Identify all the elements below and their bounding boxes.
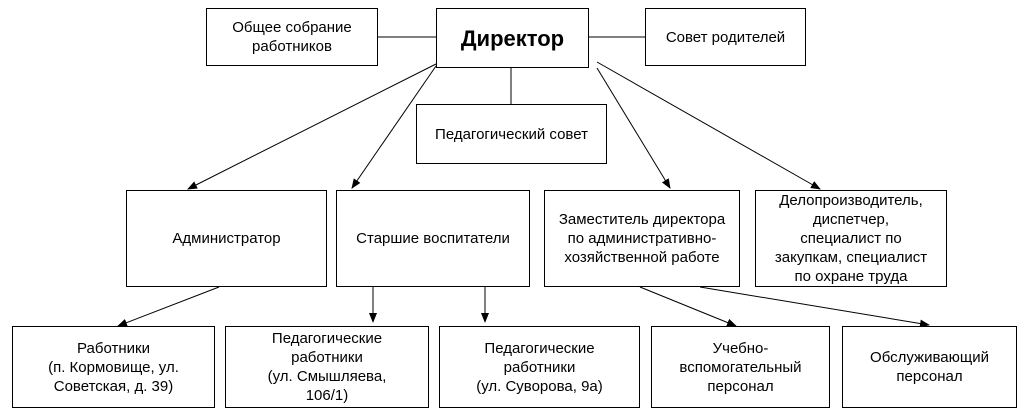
administrator-label: Администратор (172, 230, 281, 247)
service-staff-box: Обслуживающий персонал (842, 326, 1017, 408)
arrow-director-administrator (187, 63, 437, 190)
senior-educators-label: Старшие воспитатели (356, 230, 510, 247)
arrow-deputy-service (699, 286, 930, 328)
arrow-deputy-support (639, 286, 737, 327)
general-meeting-label: Общее собрание работников (232, 19, 352, 55)
service-staff-label: Обслуживающий персонал (870, 349, 989, 385)
arrow-director-deputy (596, 67, 671, 189)
clerk-box: Делопроизводитель, диспетчер, специалист… (755, 190, 947, 287)
arrow-director-clerk (596, 61, 821, 190)
senior-educators-box: Старшие воспитатели (336, 190, 530, 287)
ped-workers-1-box: Педагогические работники (ул. Смышляева,… (225, 326, 429, 408)
pedagogical-council-label: Педагогический совет (435, 125, 588, 143)
ped-workers-2-box: Педагогические работники (ул. Суворова, … (439, 326, 640, 408)
administrator-box: Администратор (126, 190, 327, 287)
ped-workers-2-label: Педагогические работники (ул. Суворова, … (476, 339, 603, 395)
parents-council-box: Совет родителей (645, 8, 806, 66)
arrow-director-senior-educators (351, 65, 437, 189)
support-staff-label: Учебно- вспомогательный персонал (679, 339, 802, 395)
workers-label: Работники (п. Кормовище, ул. Советская, … (48, 339, 179, 395)
parents-council-label: Совет родителей (665, 28, 786, 46)
pedagogical-council-box: Педагогический совет (416, 104, 607, 164)
arrow-administrator-workers (117, 286, 220, 327)
general-meeting-box: Общее собрание работников (206, 8, 378, 66)
support-staff-box: Учебно- вспомогательный персонал (651, 326, 830, 408)
deputy-director-label: Заместитель директора по административно… (558, 211, 726, 266)
clerk-label: Делопроизводитель, диспетчер, специалист… (774, 192, 928, 285)
deputy-director-box: Заместитель директора по административно… (544, 190, 740, 287)
ped-workers-1-label: Педагогические работники (ул. Смышляева,… (267, 330, 387, 404)
director-label: Директор (460, 25, 565, 51)
director-box: Директор (436, 8, 589, 68)
workers-box: Работники (п. Кормовище, ул. Советская, … (12, 326, 215, 408)
